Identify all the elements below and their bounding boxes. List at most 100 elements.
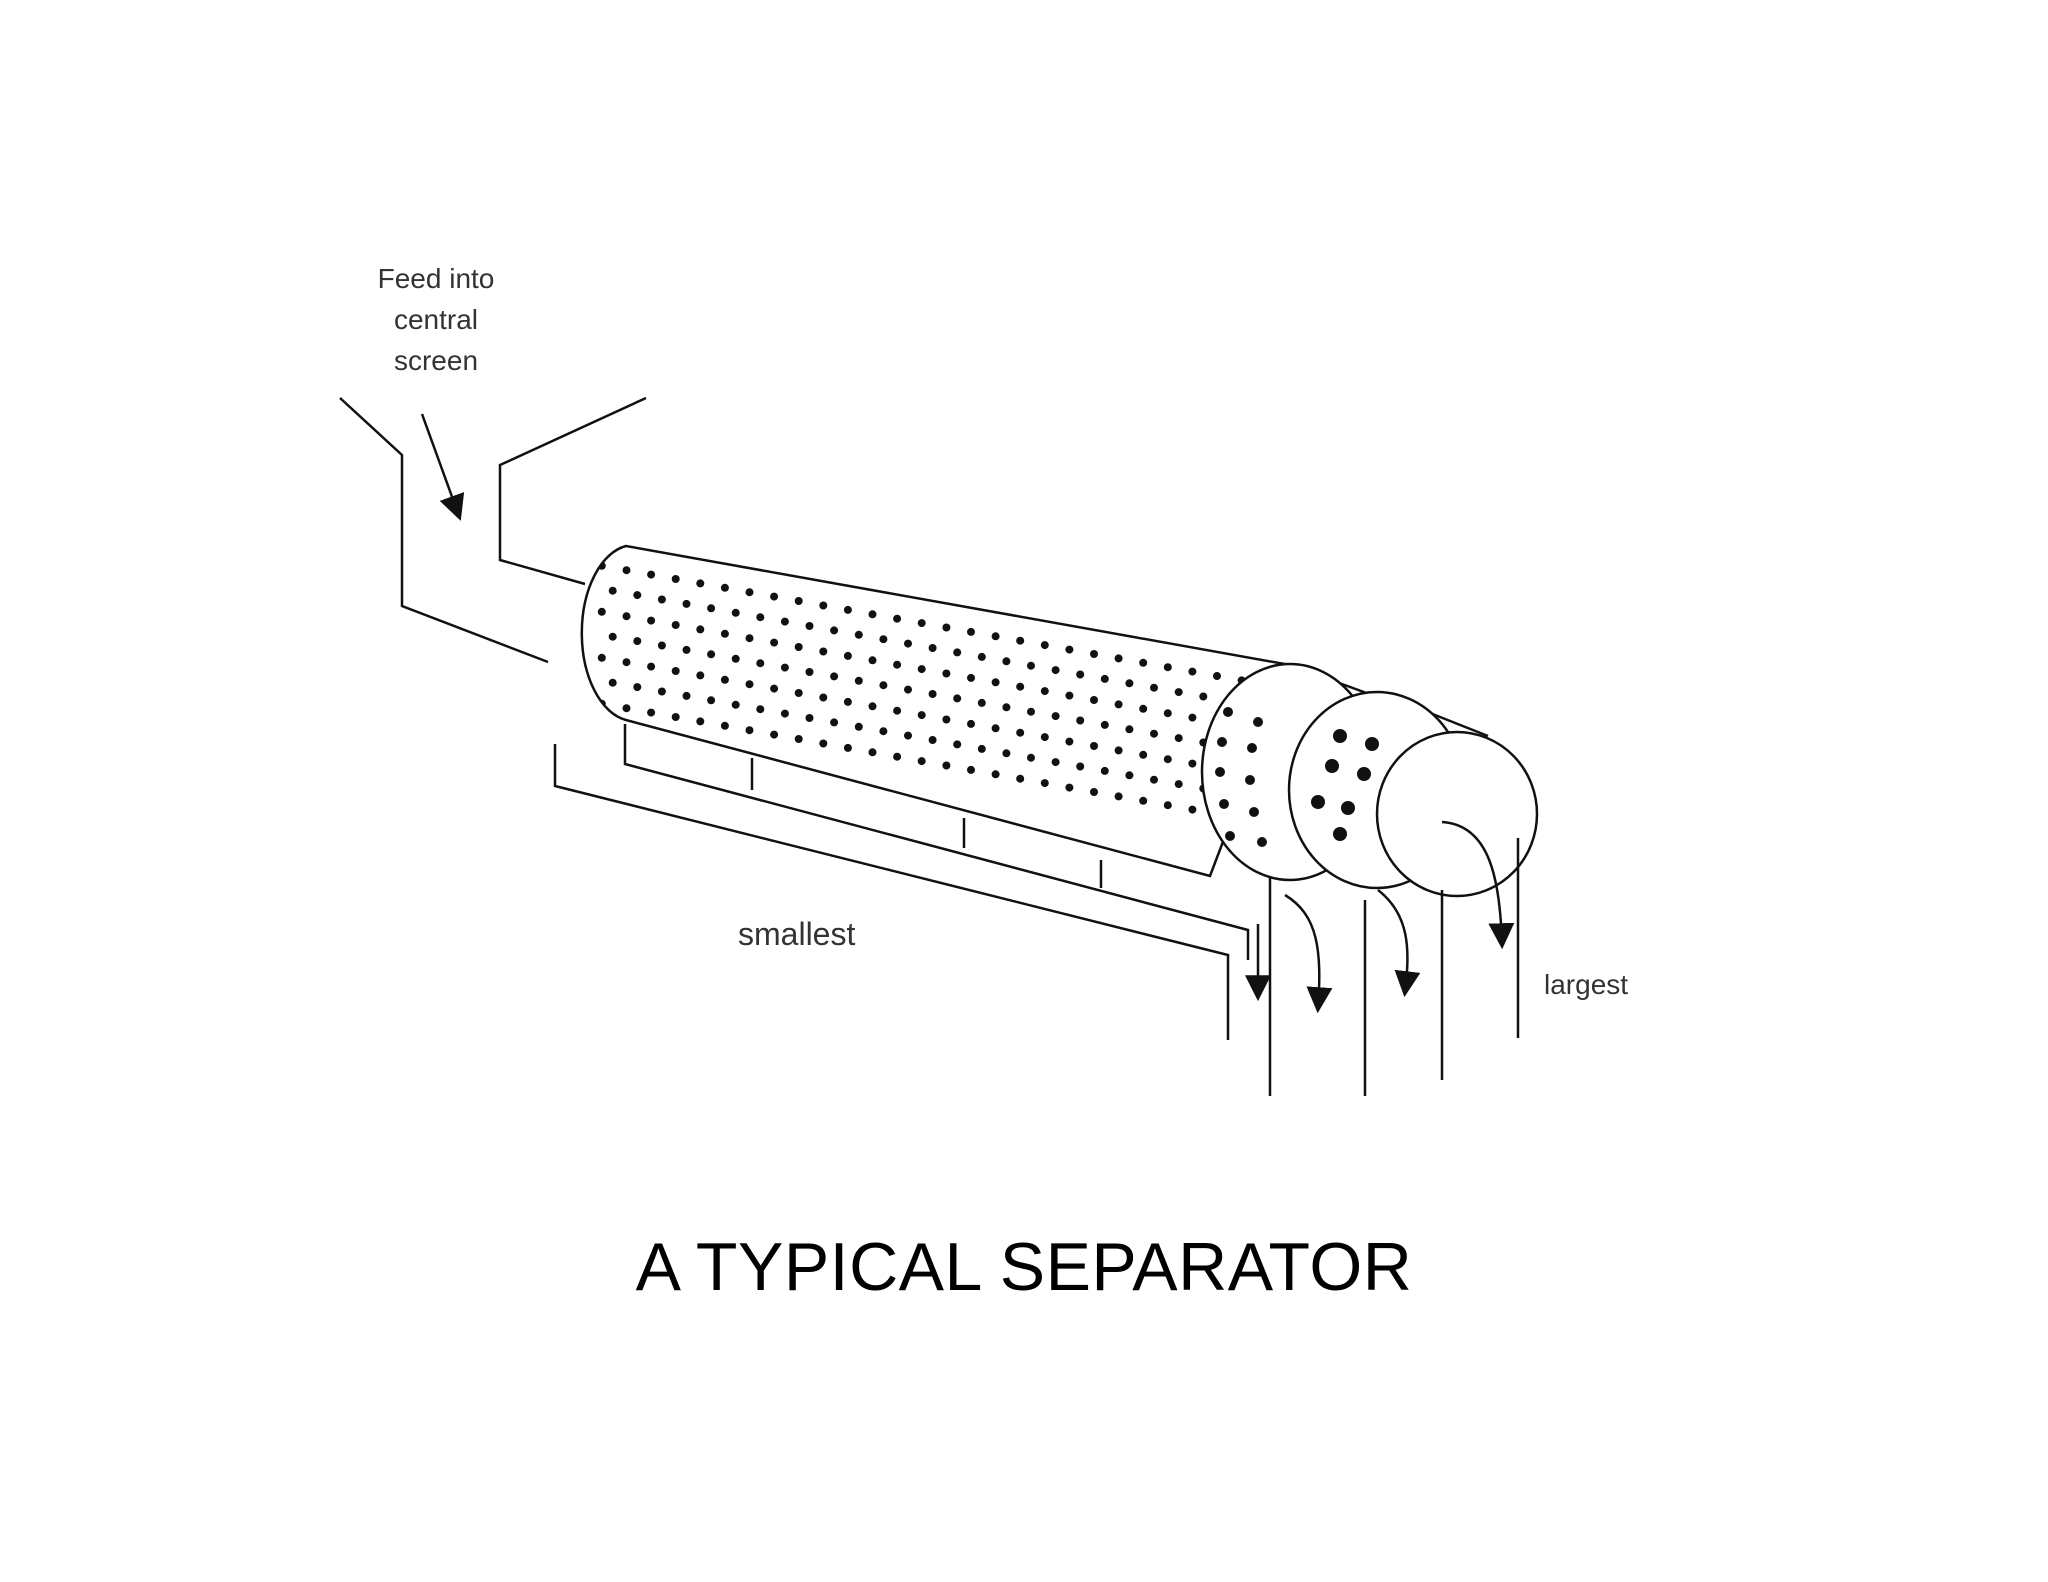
perforation-hole [1027,753,1035,762]
perforation-hole [1051,666,1060,675]
perforation-hole [1016,774,1025,783]
perforation-hole [1357,767,1371,781]
perforation-hole [1188,667,1197,676]
perforation-hole [904,685,912,694]
perforation-hole [1163,755,1172,764]
perforation-hole [794,735,803,743]
discharge-arrows [1245,820,1515,1014]
perforation-hole [868,610,877,619]
perforation-hole [756,613,765,622]
hopper-left-wall [339,397,549,664]
perforation-hole [608,586,617,595]
perforation-hole [770,684,779,693]
perforation-hole [1090,696,1098,704]
perforation-hole [1100,766,1109,775]
perforation-hole [633,683,642,692]
perforation-hole [1199,692,1208,701]
perforation-hole [1188,805,1197,814]
perforation-hole [843,743,852,752]
feed-hopper [339,396,647,664]
perforation-hole [1002,657,1011,666]
perforation-hole [647,616,656,625]
perforation-hole [1174,688,1183,697]
perforation-hole [1114,746,1123,755]
perforation-hole [1188,759,1197,768]
perforation-hole [720,629,729,638]
perforation-hole [1040,687,1049,696]
perforation-hole [794,643,803,651]
arrow-largest-discharge [1441,820,1515,950]
perforation-hole [1076,670,1085,679]
perforation-hole [1051,712,1060,721]
perforation-hole [1139,658,1148,667]
perforation-hole [756,705,765,714]
perforation-hole [917,619,926,628]
perforation-hole [1076,762,1085,771]
perforation-hole [1150,729,1158,738]
perforation-hole [770,638,779,647]
perforation-hole [1365,737,1379,751]
outer-screen-body [580,544,1292,878]
perforation-hole [597,607,606,616]
perforation-hole [1125,725,1134,734]
perforation-hole [780,617,789,626]
perforation-hole [671,575,680,583]
perforation-hole [794,689,803,697]
perforation-hole [1245,775,1255,785]
perforation-hole [1247,743,1257,753]
perforation-hole [770,730,779,739]
perforation-hole [1065,783,1074,792]
perforation-hole [917,757,926,766]
perforation-hole [1090,788,1098,796]
perforation-hole [854,630,863,639]
perforation-hole [893,660,902,669]
perforation-hole [868,656,877,665]
perforation-hole [967,673,975,682]
perforation-hole [633,591,642,600]
perforation-hole [671,713,680,721]
perforation-hole [1163,801,1172,810]
perforation-hole [647,570,656,579]
perforation-hole [977,698,986,707]
perforation-hole [819,647,828,656]
perforation-hole [1125,771,1134,780]
perforation-hole [770,592,779,601]
perforation-hole [928,736,937,744]
perforation-hole [608,678,617,687]
perforation-hole [868,702,877,711]
perforation-hole [991,678,1000,687]
perforation-hole [928,644,937,652]
perforation-hole [1311,795,1325,809]
perforation-hole [696,579,705,588]
perforation-hole [805,714,814,722]
perforation-hole [731,654,740,663]
perforation-hole [622,612,631,621]
perforation-hole [794,597,803,605]
perforation-hole [1114,654,1123,663]
perforation-hole [1150,683,1158,692]
perforation-hole [671,621,680,629]
perforation-hole [879,727,888,736]
smallest-label: smallest [738,916,856,952]
perforation-hole [707,696,716,705]
perforation-hole [657,595,666,604]
perforation-hole [967,765,975,774]
perforation-hole [977,744,986,753]
perforation-hole [657,687,666,696]
perforation-hole [731,608,740,617]
perforation-hole [904,639,912,648]
perforation-hole [622,658,631,667]
perforation-hole [904,731,912,740]
perforation-hole [967,627,975,636]
perforation-hole [819,693,828,702]
bottom-trough [553,724,1250,1040]
perforation-hole [942,715,951,724]
perforation-hole [622,566,631,575]
perforation-hole [1253,717,1263,727]
perforation-hole [830,626,839,635]
perforation-hole [1002,703,1011,712]
perforation-hole [830,718,839,727]
perforation-hole [953,740,962,749]
perforation-hole [1114,792,1123,801]
perforation-hole [1257,837,1267,847]
